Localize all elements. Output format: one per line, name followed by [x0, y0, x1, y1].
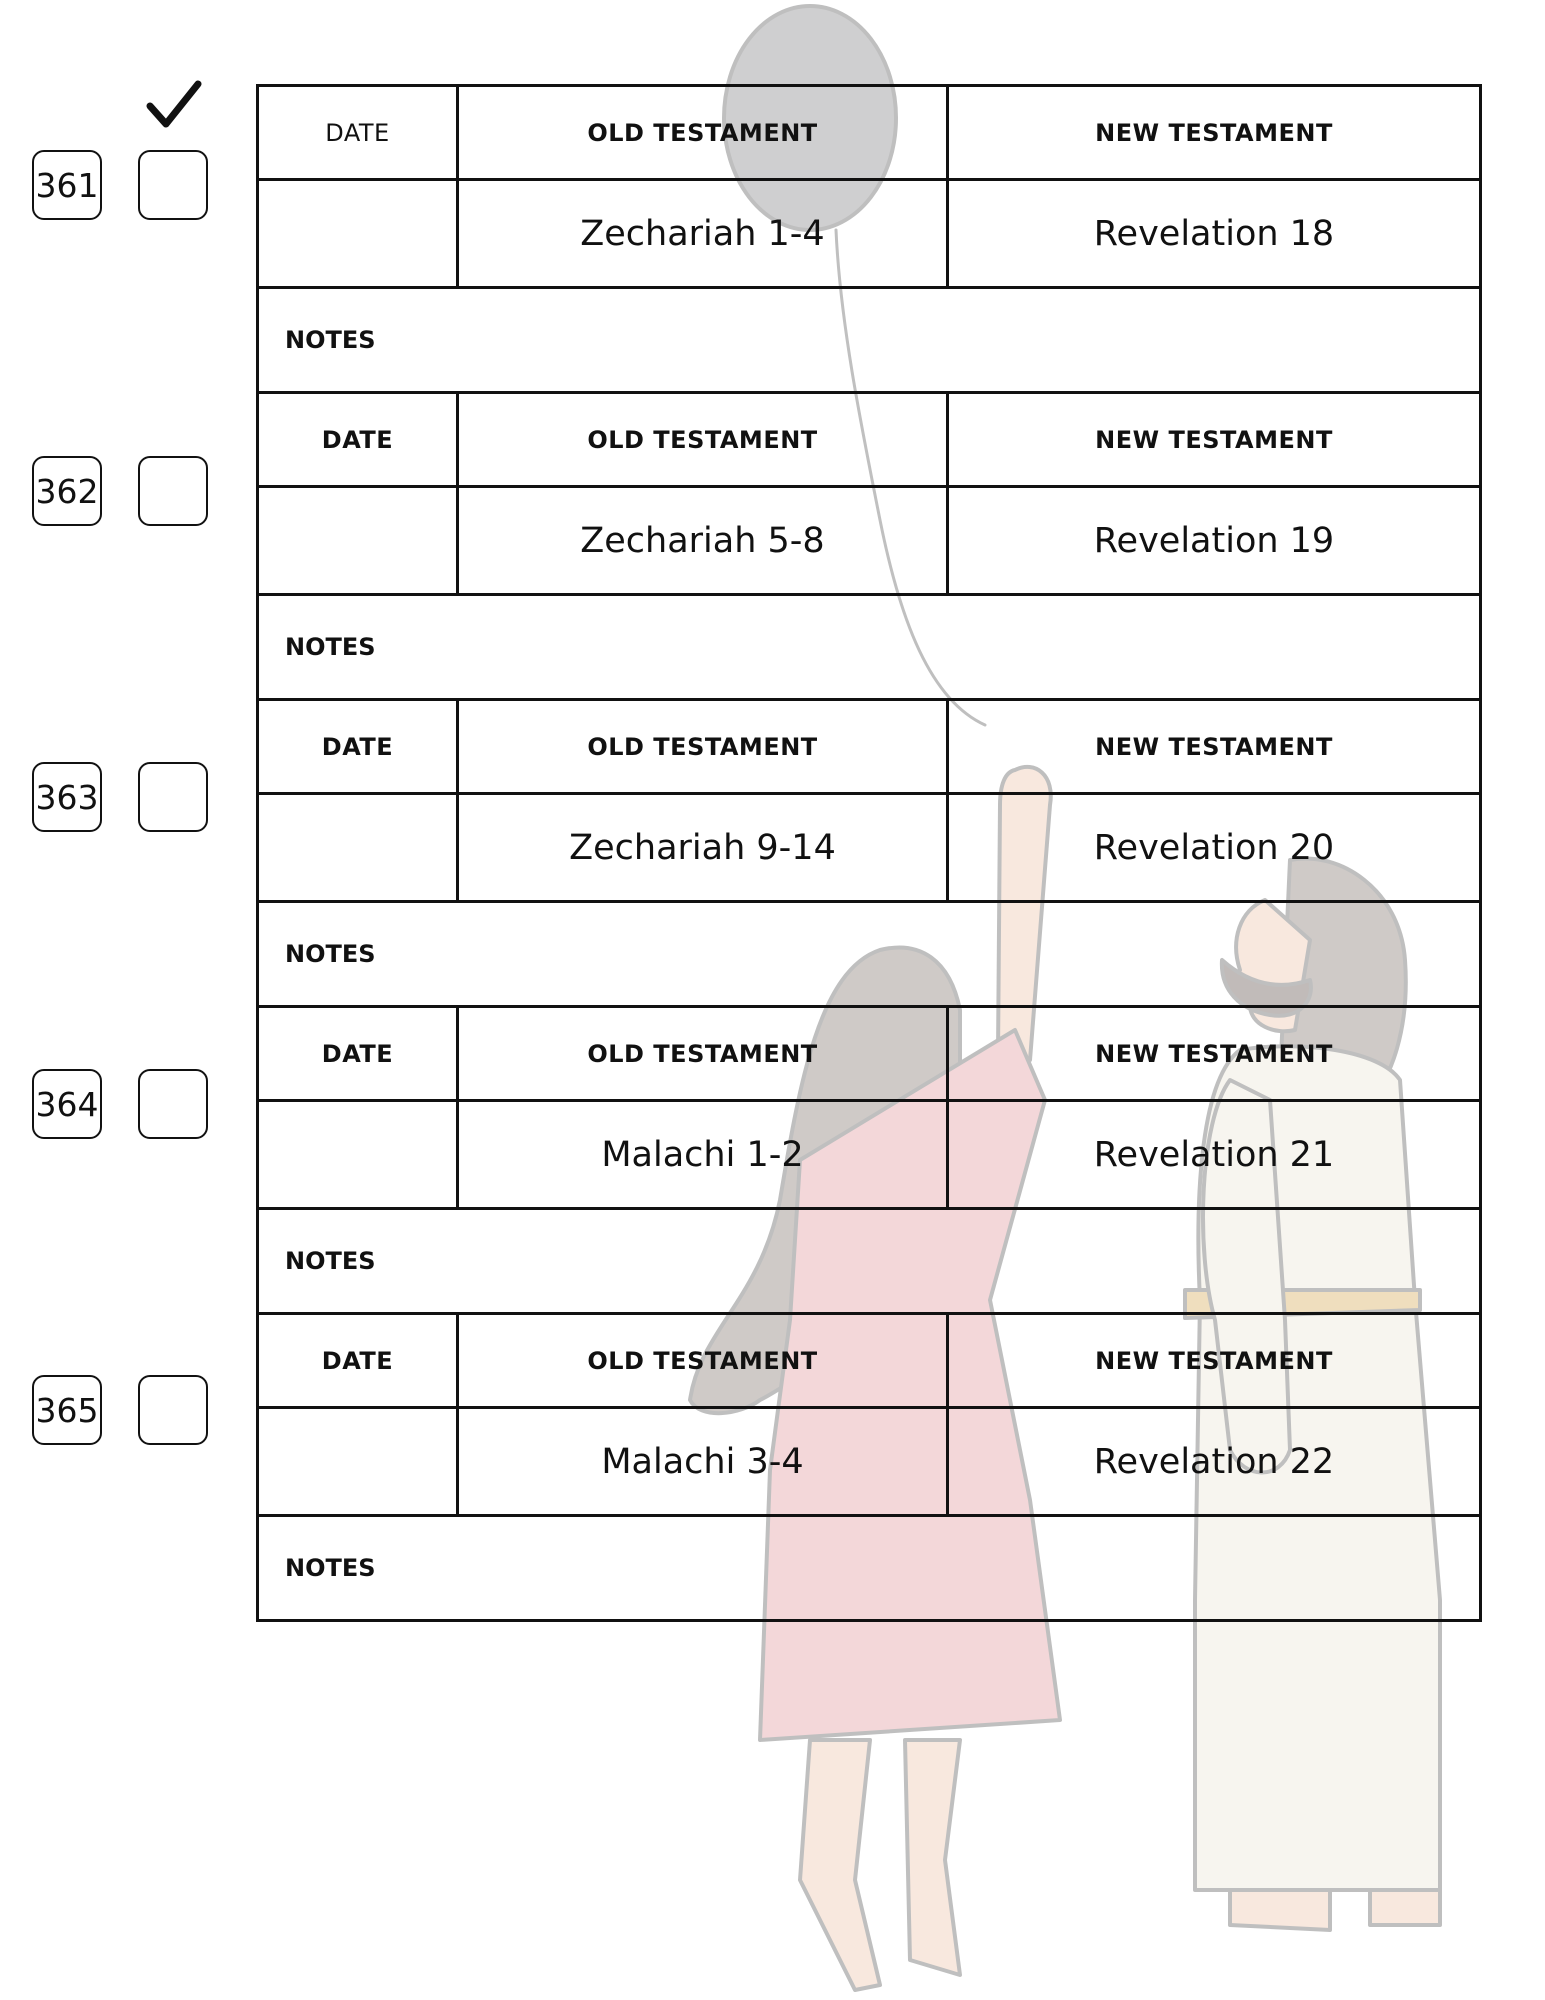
old-testament-header-cell: OLD TESTAMENT — [459, 701, 949, 792]
new-testament-header-cell: NEW TESTAMENT — [949, 701, 1479, 792]
day-checkbox-365[interactable] — [138, 1375, 208, 1445]
old-testament-header-cell: OLD TESTAMENT — [459, 87, 949, 178]
old-testament-reading: Malachi 3-4 — [601, 1441, 804, 1482]
notes-label: NOTES — [285, 326, 376, 354]
readings-row: Malachi 1-2 Revelation 21 — [259, 1102, 1479, 1210]
old-testament-header: OLD TESTAMENT — [587, 1346, 818, 1375]
date-header-cell: DATE — [259, 701, 459, 792]
notes-field[interactable]: NOTES — [259, 289, 1479, 391]
day-number-364: 364 — [32, 1069, 102, 1139]
old-testament-header: OLD TESTAMENT — [587, 732, 818, 761]
old-testament-header: OLD TESTAMENT — [587, 1039, 818, 1068]
old-testament-reading: Zechariah 5-8 — [580, 520, 825, 561]
girl-legs — [798, 1738, 962, 1992]
new-testament-reading: Revelation 20 — [1093, 827, 1335, 868]
notes-field[interactable]: NOTES — [259, 1210, 1479, 1312]
old-testament-reading-cell: Malachi 3-4 — [459, 1409, 949, 1514]
readings-row: Zechariah 9-14 Revelation 20 — [259, 795, 1479, 903]
new-testament-reading: Revelation 19 — [1093, 520, 1335, 561]
new-testament-header: NEW TESTAMENT — [1095, 1346, 1333, 1375]
new-testament-header: NEW TESTAMENT — [1095, 732, 1333, 761]
notes-field[interactable]: NOTES — [259, 596, 1479, 698]
day-number-365: 365 — [32, 1375, 102, 1445]
notes-label: NOTES — [285, 633, 376, 661]
reading-entry-365: DATE OLD TESTAMENT NEW TESTAMENT Malachi… — [259, 1315, 1479, 1619]
readings-row: Zechariah 5-8 Revelation 19 — [259, 488, 1479, 596]
notes-label: NOTES — [285, 1554, 376, 1582]
date-header-cell: DATE — [259, 1008, 459, 1099]
day-checkbox-361[interactable] — [138, 150, 208, 220]
balloon-icon — [722, 4, 898, 232]
new-testament-header-cell: NEW TESTAMENT — [949, 1315, 1479, 1406]
reading-entry-364: DATE OLD TESTAMENT NEW TESTAMENT Malachi… — [259, 1008, 1479, 1315]
header-row: DATE OLD TESTAMENT NEW TESTAMENT — [259, 394, 1479, 488]
day-checkbox-364[interactable] — [138, 1069, 208, 1139]
day-number-361: 361 — [32, 150, 102, 220]
date-field[interactable] — [259, 181, 459, 286]
new-testament-header-cell: NEW TESTAMENT — [949, 394, 1479, 485]
notes-label: NOTES — [285, 1247, 376, 1275]
date-header-cell: DATE — [259, 87, 459, 178]
new-testament-header-cell: NEW TESTAMENT — [949, 1008, 1479, 1099]
new-testament-reading-cell: Revelation 20 — [949, 795, 1479, 900]
date-header: DATE — [321, 425, 394, 454]
checkmark-icon — [146, 80, 202, 128]
day-number-363: 363 — [32, 762, 102, 832]
figure-feet — [1228, 1888, 1442, 1932]
new-testament-reading: Revelation 18 — [1093, 213, 1335, 254]
date-header: DATE — [321, 1346, 394, 1375]
old-testament-reading: Zechariah 1-4 — [580, 213, 825, 254]
new-testament-header-cell: NEW TESTAMENT — [949, 87, 1479, 178]
new-testament-reading-cell: Revelation 18 — [949, 181, 1479, 286]
date-field[interactable] — [259, 488, 459, 593]
new-testament-reading-cell: Revelation 19 — [949, 488, 1479, 593]
new-testament-reading-cell: Revelation 22 — [949, 1409, 1479, 1514]
old-testament-reading: Zechariah 9-14 — [569, 827, 836, 868]
header-row: DATE OLD TESTAMENT NEW TESTAMENT — [259, 1008, 1479, 1102]
day-checkbox-362[interactable] — [138, 456, 208, 526]
new-testament-reading-cell: Revelation 21 — [949, 1102, 1479, 1207]
notes-field[interactable]: NOTES — [259, 1517, 1479, 1619]
old-testament-header: OLD TESTAMENT — [587, 118, 818, 147]
new-testament-reading: Revelation 22 — [1093, 1441, 1335, 1482]
new-testament-header: NEW TESTAMENT — [1095, 1039, 1333, 1068]
old-testament-reading: Malachi 1-2 — [601, 1134, 804, 1175]
date-header-cell: DATE — [259, 394, 459, 485]
old-testament-reading-cell: Zechariah 1-4 — [459, 181, 949, 286]
date-header-cell: DATE — [259, 1315, 459, 1406]
notes-field[interactable]: NOTES — [259, 903, 1479, 1005]
figure-sleeve — [1201, 1078, 1292, 1475]
reading-entry-362: DATE OLD TESTAMENT NEW TESTAMENT Zechari… — [259, 394, 1479, 701]
old-testament-header-cell: OLD TESTAMENT — [459, 1008, 949, 1099]
date-header: DATE — [325, 118, 390, 147]
date-header: DATE — [321, 1039, 394, 1068]
old-testament-reading-cell: Zechariah 9-14 — [459, 795, 949, 900]
header-row: DATE OLD TESTAMENT NEW TESTAMENT — [259, 701, 1479, 795]
date-field[interactable] — [259, 795, 459, 900]
date-field[interactable] — [259, 1102, 459, 1207]
old-testament-reading-cell: Zechariah 5-8 — [459, 488, 949, 593]
day-checkbox-363[interactable] — [138, 762, 208, 832]
notes-label: NOTES — [285, 940, 376, 968]
old-testament-reading-cell: Malachi 1-2 — [459, 1102, 949, 1207]
old-testament-header-cell: OLD TESTAMENT — [459, 394, 949, 485]
new-testament-reading: Revelation 21 — [1093, 1134, 1335, 1175]
date-header: DATE — [321, 732, 394, 761]
new-testament-header: NEW TESTAMENT — [1095, 118, 1333, 147]
readings-row: Malachi 3-4 Revelation 22 — [259, 1409, 1479, 1517]
reading-entry-361: DATE OLD TESTAMENT NEW TESTAMENT Zechari… — [259, 87, 1479, 394]
reading-entry-363: DATE OLD TESTAMENT NEW TESTAMENT Zechari… — [259, 701, 1479, 1008]
old-testament-header-cell: OLD TESTAMENT — [459, 1315, 949, 1406]
old-testament-header: OLD TESTAMENT — [587, 425, 818, 454]
header-row: DATE OLD TESTAMENT NEW TESTAMENT — [259, 1315, 1479, 1409]
header-row: DATE OLD TESTAMENT NEW TESTAMENT — [259, 87, 1479, 181]
day-number-362: 362 — [32, 456, 102, 526]
readings-row: Zechariah 1-4 Revelation 18 — [259, 181, 1479, 289]
balloon-string — [834, 228, 987, 727]
new-testament-header: NEW TESTAMENT — [1095, 425, 1333, 454]
reading-log-table: DATE OLD TESTAMENT NEW TESTAMENT Zechari… — [256, 84, 1482, 1622]
date-field[interactable] — [259, 1409, 459, 1514]
